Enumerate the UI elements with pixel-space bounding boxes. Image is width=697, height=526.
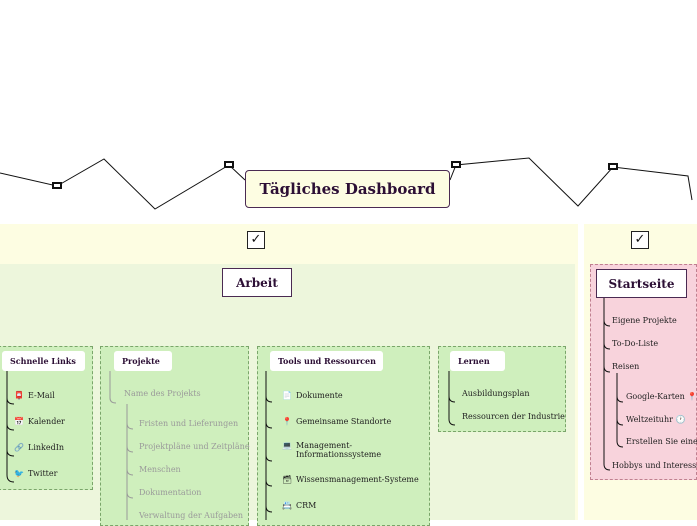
tools-title[interactable]: Tools und Ressourcen — [270, 351, 383, 371]
pin-icon: 📍 — [282, 417, 292, 426]
list-item[interactable]: 📅Kalender — [14, 417, 65, 426]
card-index-icon: 📇 — [282, 501, 292, 510]
central-topic[interactable]: Tägliches Dashboard — [245, 170, 450, 208]
list-item[interactable]: 💻Management-Informationssysteme — [282, 441, 382, 459]
list-item[interactable]: Ausbildungsplan — [462, 389, 530, 398]
list-item[interactable]: 🔗LinkedIn — [14, 443, 65, 452]
map-pin-icon: 📍 — [687, 392, 697, 401]
checkbox-icon[interactable]: ✓ — [631, 231, 649, 249]
list-item[interactable]: To-Do-Liste — [612, 339, 659, 348]
card-box-icon: 🗃 — [282, 475, 293, 484]
document-icon: 📄 — [282, 391, 292, 400]
list-item[interactable]: Projektpläne und Zeitpläne — [139, 442, 250, 451]
list-item[interactable]: Eigene Projekte — [612, 316, 677, 325]
list-item[interactable]: Weltzeituhr 🕐 — [626, 415, 686, 424]
connector-handle[interactable] — [451, 161, 461, 168]
connector-handle[interactable] — [224, 161, 234, 168]
list-item[interactable]: Reisen — [612, 362, 640, 371]
calendar-icon: 📅 — [14, 417, 24, 426]
list-item[interactable]: Menschen — [139, 465, 181, 474]
list-item[interactable]: Fristen und Lieferungen — [139, 419, 239, 428]
startseite-topic[interactable]: Startseite — [596, 269, 687, 298]
link-icon: 🔗 — [14, 443, 24, 452]
list-item[interactable]: 📍Gemeinsame Standorte — [282, 417, 392, 426]
list-item[interactable]: Erstellen Sie einen — [626, 437, 697, 446]
list-item[interactable]: 📄Dokumente — [282, 391, 343, 400]
projekte-title[interactable]: Projekte — [114, 351, 172, 371]
list-item[interactable]: 🗃Wissensmanagement-Systeme — [282, 475, 419, 484]
list-item[interactable]: Google-Karten 📍 — [626, 392, 697, 401]
list-item[interactable]: Dokumentation — [139, 488, 202, 497]
computer-icon: 💻 — [282, 441, 292, 450]
clock-icon: 🕐 — [675, 415, 686, 424]
tools-panel — [257, 346, 430, 526]
list-item[interactable]: Hobbys und Interessen — [612, 461, 697, 470]
list-item[interactable]: 📇CRM — [282, 501, 317, 510]
lernen-title[interactable]: Lernen — [450, 351, 505, 371]
mailbox-icon: 📮 — [14, 391, 24, 400]
list-item[interactable]: Verwaltung der Aufgaben — [139, 511, 243, 520]
list-item[interactable]: 🐦Twitter — [14, 469, 58, 478]
connector-handle[interactable] — [608, 163, 618, 170]
connector-handle[interactable] — [52, 182, 62, 189]
project-root-item[interactable]: Name des Projekts — [124, 389, 201, 398]
list-item[interactable]: Ressourcen der Industrie — [462, 412, 565, 421]
bird-icon: 🐦 — [14, 469, 24, 478]
arbeit-topic[interactable]: Arbeit — [222, 268, 292, 297]
schnelle-links-title[interactable]: Schnelle Links — [2, 351, 85, 371]
projekte-panel — [100, 346, 249, 526]
list-item[interactable]: 📮E-Mail — [14, 391, 55, 400]
checkbox-icon[interactable]: ✓ — [247, 231, 265, 249]
